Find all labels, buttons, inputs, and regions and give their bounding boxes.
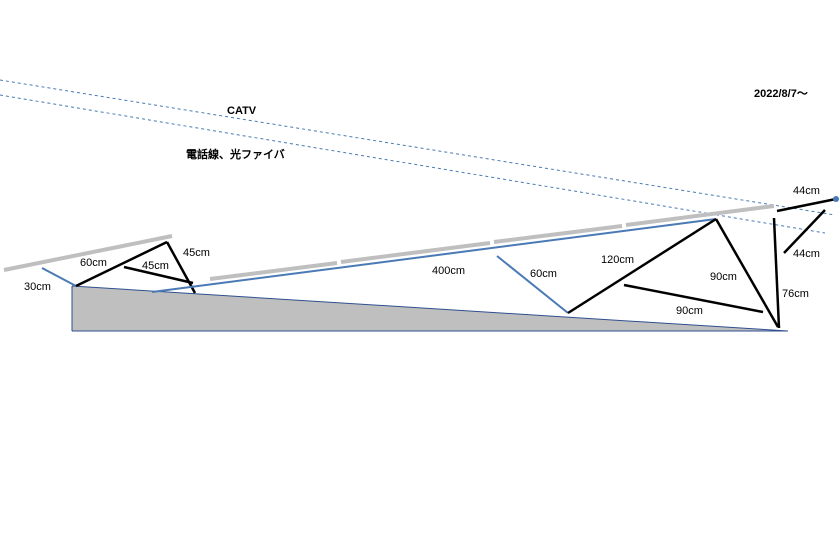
dim-90cm-diag: 90cm xyxy=(710,271,737,283)
gray-boom-seg-3 xyxy=(493,224,623,244)
dim-30cm: 30cm xyxy=(24,281,51,293)
telephone-fiber-label: 電話線、光ファイバ xyxy=(186,147,285,161)
roof-slope-edge xyxy=(71,285,789,332)
date-label: 2022/8/7～ xyxy=(754,88,808,100)
gray-boom-seg-4 xyxy=(625,204,775,227)
right-blue-60cm xyxy=(496,255,569,314)
catv-dashed-line xyxy=(0,79,836,216)
dim-45cm-inner: 45cm xyxy=(142,260,169,272)
dim-45cm-outer: 45cm xyxy=(183,247,210,259)
dim-44cm-top: 44cm xyxy=(793,185,820,197)
dim-60cm-right: 60cm xyxy=(530,268,557,280)
dim-400cm: 400cm xyxy=(432,265,465,277)
left-frame-45-outer xyxy=(165,241,197,294)
right-end-marker xyxy=(833,196,839,202)
left-frame-45-inner xyxy=(123,265,194,285)
right-frame-90-bottom xyxy=(623,283,764,314)
dim-44cm-side: 44cm xyxy=(793,248,820,260)
left-frame-60 xyxy=(75,240,168,288)
gray-boom-seg-1 xyxy=(209,261,338,281)
telephone-fiber-dashed-line xyxy=(0,94,826,234)
right-frame-120 xyxy=(567,217,717,315)
right-frame-76-vertical xyxy=(772,217,781,329)
dim-90cm-bottom: 90cm xyxy=(676,305,703,317)
right-frame-44-top xyxy=(776,197,837,213)
gray-boom-seg-2 xyxy=(340,241,491,264)
dim-120cm: 120cm xyxy=(601,254,634,266)
left-blue-30cm xyxy=(41,267,77,287)
right-frame-44-side xyxy=(783,209,826,254)
right-frame-90-diag xyxy=(714,218,780,328)
left-antenna-boom xyxy=(3,234,173,272)
dim-76cm: 76cm xyxy=(782,288,809,300)
catv-label: CATV xyxy=(227,105,257,117)
dim-60cm-left: 60cm xyxy=(80,257,107,269)
long-blue-boom xyxy=(151,218,717,293)
